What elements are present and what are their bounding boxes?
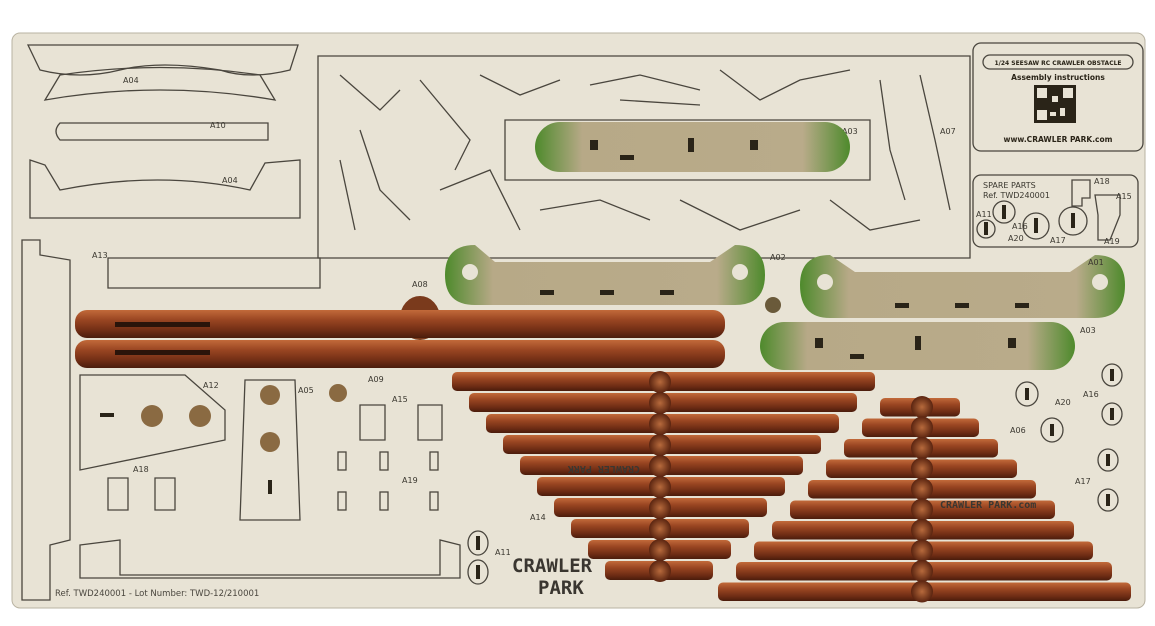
label-a11: A11 [495,548,511,557]
label-a07: A07 [940,127,956,136]
part-a15 [359,404,443,441]
log-end [649,434,671,456]
spare-label: A19 [1104,237,1120,246]
terrain-board-a03 [760,322,1075,370]
part-outline [21,239,71,601]
slot [100,413,114,417]
spare-label: A11 [976,210,992,219]
label-a16: A16 [1083,390,1099,399]
info-subtitle: Assembly instructions [1011,73,1105,82]
log-end [649,518,671,540]
label-a02: A02 [770,253,786,262]
log-end [649,497,671,519]
label-a09: A09 [368,375,384,384]
spare-label: A17 [1050,236,1066,245]
log-beam-a08 [75,296,725,368]
log-end [911,478,933,500]
part-a13 [107,257,321,289]
part-a04 [29,159,301,219]
log-end [649,560,671,582]
part-a18 [107,477,176,511]
label-a13: A13 [92,251,108,260]
log-end [911,519,933,541]
label-a04: A04 [123,76,139,85]
log-end [911,539,933,562]
log-end [649,371,671,393]
log-end [911,396,933,418]
label-a17: A17 [1075,477,1091,486]
terrain-board-a01 [800,255,1125,318]
label-a20: A20 [1055,398,1071,407]
log-end [911,580,933,603]
part-a10 [55,122,269,141]
log-end [911,457,933,480]
round-part-slots [1025,369,1114,506]
log-pyramid-right [718,396,1131,603]
log-end [649,392,671,414]
logo-line-1: CRAWLER [512,555,593,577]
spare-label: A15 [1116,192,1132,201]
label-a14: A14 [530,513,546,522]
log-staircase-a14 [452,371,875,582]
label-a10: A10 [210,121,226,130]
qr-code-icon [1034,85,1076,123]
logo-line-2: PARK [538,577,584,599]
part-outline [79,539,461,579]
part-a05 [239,379,301,521]
label-a08: A08 [412,280,428,289]
spare-parts-title: SPARE PARTS [983,181,1036,190]
hole [260,385,280,405]
spare-label: A16 [1012,222,1028,231]
hole [141,405,163,427]
label-a18: A18 [133,465,149,474]
part-a19 [337,451,439,511]
log-end [911,498,933,521]
label-a12: A12 [203,381,219,390]
crawler-park-logo: CRAWLER PARK [512,555,593,599]
hole [329,384,347,402]
spare-label: A18 [1094,177,1110,186]
label-a05: A05 [298,386,314,395]
log-end [911,416,933,439]
log-end [649,413,671,435]
terrain-board-a02 [445,245,765,305]
log-end [911,437,933,459]
log-end [649,476,671,498]
part-a12 [79,374,226,471]
label-a15: A15 [392,395,408,404]
terrain-board-a03-top [535,122,850,172]
info-title: 1/24 SEESAW RC CRAWLER OBSTACLE [994,60,1121,67]
log-end [649,455,671,477]
label-a04b: A04 [222,176,238,185]
part-a11 [467,530,489,585]
spare-parts-panel: SPARE PARTS Ref. TWD240001 A11 A16 A20 A… [972,174,1139,248]
label-a19: A19 [402,476,418,485]
spare-parts-ref: Ref. TWD240001 [983,191,1050,200]
label-a01: A01 [1088,258,1104,267]
log-stamp-left: CRAWLER PARK [568,463,640,474]
info-panel: 1/24 SEESAW RC CRAWLER OBSTACLE Assembly… [972,42,1144,152]
footer-reference: Ref. TWD240001 - Lot Number: TWD-12/2100… [55,589,259,599]
part-outline [43,66,277,101]
info-website: www.CRAWLER PARK.com [1004,135,1113,144]
label-a03-top: A03 [842,127,858,136]
log-end [649,539,671,561]
slot [268,480,272,494]
hole [189,405,211,427]
spare-label: A20 [1008,234,1024,243]
label-a03: A03 [1080,326,1096,335]
hole [260,432,280,452]
part-outline [504,119,871,181]
log-end [911,560,933,582]
part-a07-frame [317,55,971,259]
label-a06: A06 [1010,426,1026,435]
hole [765,297,781,313]
log-stamp-right: CRAWLER PARK.com [940,500,1036,511]
round-parts [1015,363,1123,512]
branch-cutouts [339,69,951,231]
